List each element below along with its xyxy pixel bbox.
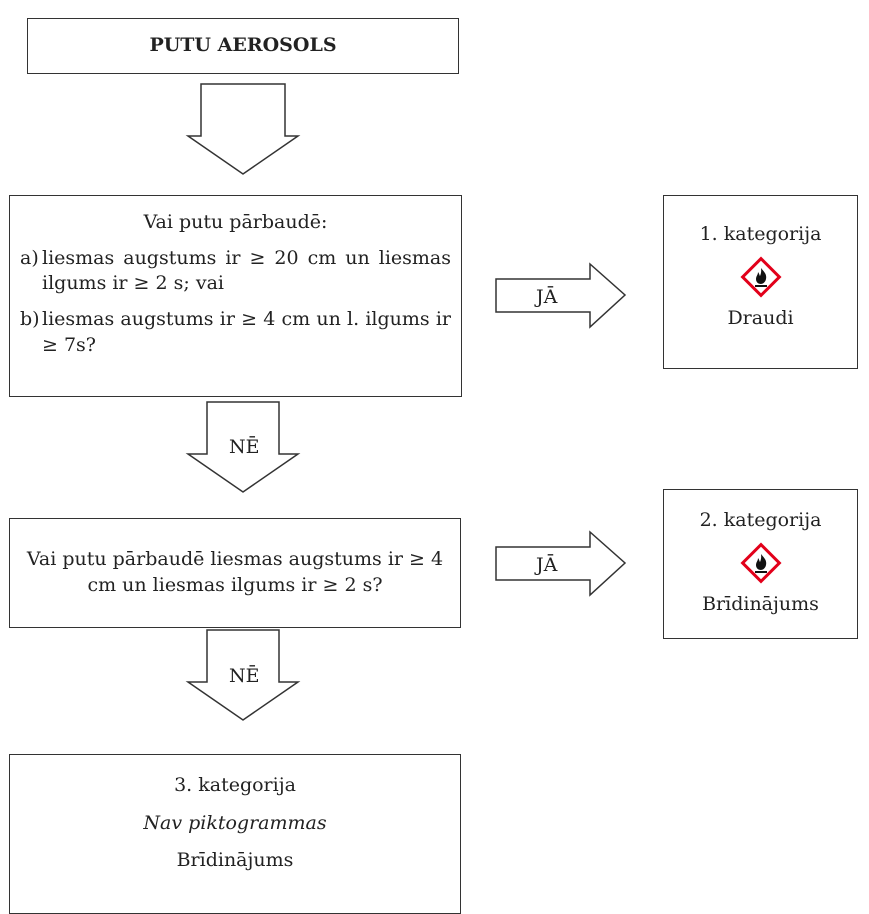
arrow-yes2-label: JĀ (536, 554, 558, 576)
category2-signal: Brīdinājums (702, 592, 819, 615)
question1-item-b: b) liesmas augstums ir ≥ 4 cm un l. ilgu… (20, 307, 451, 358)
item-a-text: liesmas augstums ir ≥ 20 cm un liesmas i… (42, 246, 451, 295)
flame-icon (739, 542, 782, 584)
arrow-down-no1 (185, 401, 301, 493)
item-a-label: a) (20, 246, 39, 269)
arrow-down-no2 (185, 629, 301, 721)
category1-pictogram (664, 248, 857, 306)
item-b-text: liesmas augstums ir ≥ 4 cm un l. ilgums … (42, 307, 451, 356)
arrow-down-start (185, 83, 301, 175)
item-b-label: b) (20, 307, 40, 330)
category2-box: 2. kategorija Brīdinājums (663, 489, 858, 639)
arrow-no2-label: NĒ (229, 665, 260, 687)
category3-signal: Brīdinājums (176, 849, 294, 872)
start-box: PUTU AEROSOLS (27, 18, 459, 74)
arrow-yes1-label: JĀ (536, 286, 558, 308)
category1-title: 1. kategorija (699, 223, 822, 245)
start-title: PUTU AEROSOLS (149, 34, 337, 57)
category1-box: 1. kategorija Draudi (663, 195, 858, 369)
arrow-no1-label: NĒ (229, 436, 260, 458)
category3-note: Nav piktogrammas (143, 811, 327, 834)
category2-title: 2. kategorija (699, 509, 822, 531)
category3-title: 3. kategorija (174, 774, 296, 796)
question1-intro: Vai putu pārbaudē: (143, 211, 328, 233)
category1-signal: Draudi (727, 306, 794, 329)
arrow-right-yes1 (495, 262, 627, 329)
arrow-right-yes2 (495, 530, 627, 597)
question1-box: Vai putu pārbaudē: a) liesmas augstums i… (9, 195, 462, 397)
question1-item-a: a) liesmas augstums ir ≥ 20 cm un liesma… (20, 246, 451, 297)
flame-icon (739, 256, 782, 298)
question2-box: Vai putu pārbaudē liesmas augstums ir ≥ … (9, 518, 461, 628)
category3-box: 3. kategorija Nav piktogrammas Brīdināju… (9, 754, 461, 914)
question2-text: Vai putu pārbaudē liesmas augstums ir ≥ … (26, 548, 444, 596)
category2-pictogram (664, 534, 857, 592)
